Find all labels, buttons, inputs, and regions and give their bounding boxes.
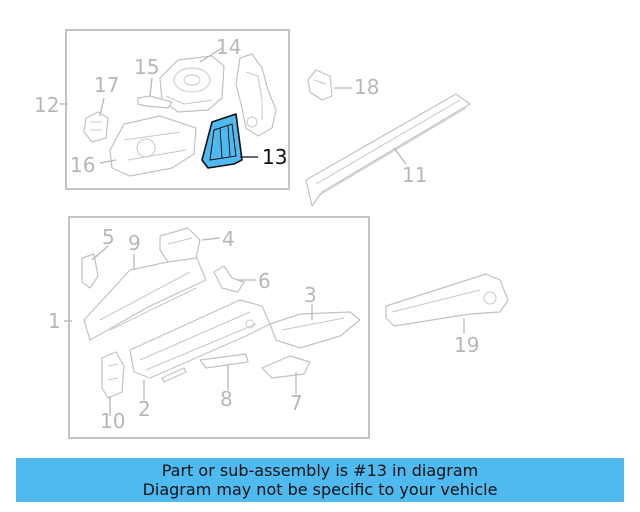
part-4-bracket[interactable] bbox=[159, 227, 201, 263]
parts-diagram: 12 17 15 14 16 13 18 11 1 5 9 4 6 3 19 2… bbox=[34, 29, 509, 439]
callout-10: 10 bbox=[100, 409, 125, 433]
callout-17: 17 bbox=[94, 73, 119, 97]
part-10-bracket[interactable] bbox=[101, 351, 125, 399]
banner-line-2: Diagram may not be specific to your vehi… bbox=[142, 480, 498, 499]
part-2-member[interactable] bbox=[129, 299, 271, 379]
callout-11: 11 bbox=[402, 163, 427, 187]
info-banner: Part or sub-assembly is #13 in diagram D… bbox=[16, 458, 624, 502]
callout-5: 5 bbox=[102, 225, 115, 249]
banner-line-1: Part or sub-assembly is #13 in diagram bbox=[161, 461, 479, 480]
lower-group-box bbox=[68, 216, 370, 439]
callout-16: 16 bbox=[70, 153, 95, 177]
callout-1: 1 bbox=[48, 309, 61, 333]
callout-15: 15 bbox=[134, 55, 159, 79]
callout-12: 12 bbox=[34, 93, 59, 117]
part-6-bracket[interactable] bbox=[213, 265, 245, 293]
part-19-rail[interactable] bbox=[385, 273, 509, 327]
callout-14: 14 bbox=[216, 35, 241, 59]
callout-2: 2 bbox=[138, 397, 151, 421]
callout-7: 7 bbox=[290, 391, 303, 415]
part-17-bracket[interactable] bbox=[83, 111, 109, 143]
callout-19: 19 bbox=[454, 333, 479, 357]
part-7-bracket[interactable] bbox=[261, 355, 311, 379]
part-18-bracket[interactable] bbox=[307, 69, 333, 101]
part-16-apron[interactable] bbox=[109, 115, 197, 177]
callout-4: 4 bbox=[222, 227, 235, 251]
part-11-rail[interactable] bbox=[305, 93, 471, 207]
callout-9: 9 bbox=[128, 231, 141, 255]
part-8-bracket[interactable] bbox=[199, 353, 249, 369]
part-3-member[interactable] bbox=[269, 311, 361, 349]
callout-3: 3 bbox=[304, 283, 317, 307]
leader-lines bbox=[60, 47, 465, 416]
callout-18: 18 bbox=[354, 75, 379, 99]
part-5-bracket[interactable] bbox=[81, 253, 99, 289]
upper-group-box bbox=[65, 29, 290, 190]
callout-8: 8 bbox=[220, 387, 233, 411]
callout-13: 13 bbox=[262, 145, 287, 169]
part-9-member[interactable] bbox=[83, 255, 207, 341]
part-strip[interactable] bbox=[161, 367, 187, 383]
part-14-pillar[interactable] bbox=[235, 53, 277, 137]
part-13-highlighted[interactable] bbox=[201, 113, 243, 169]
callout-6: 6 bbox=[258, 269, 271, 293]
